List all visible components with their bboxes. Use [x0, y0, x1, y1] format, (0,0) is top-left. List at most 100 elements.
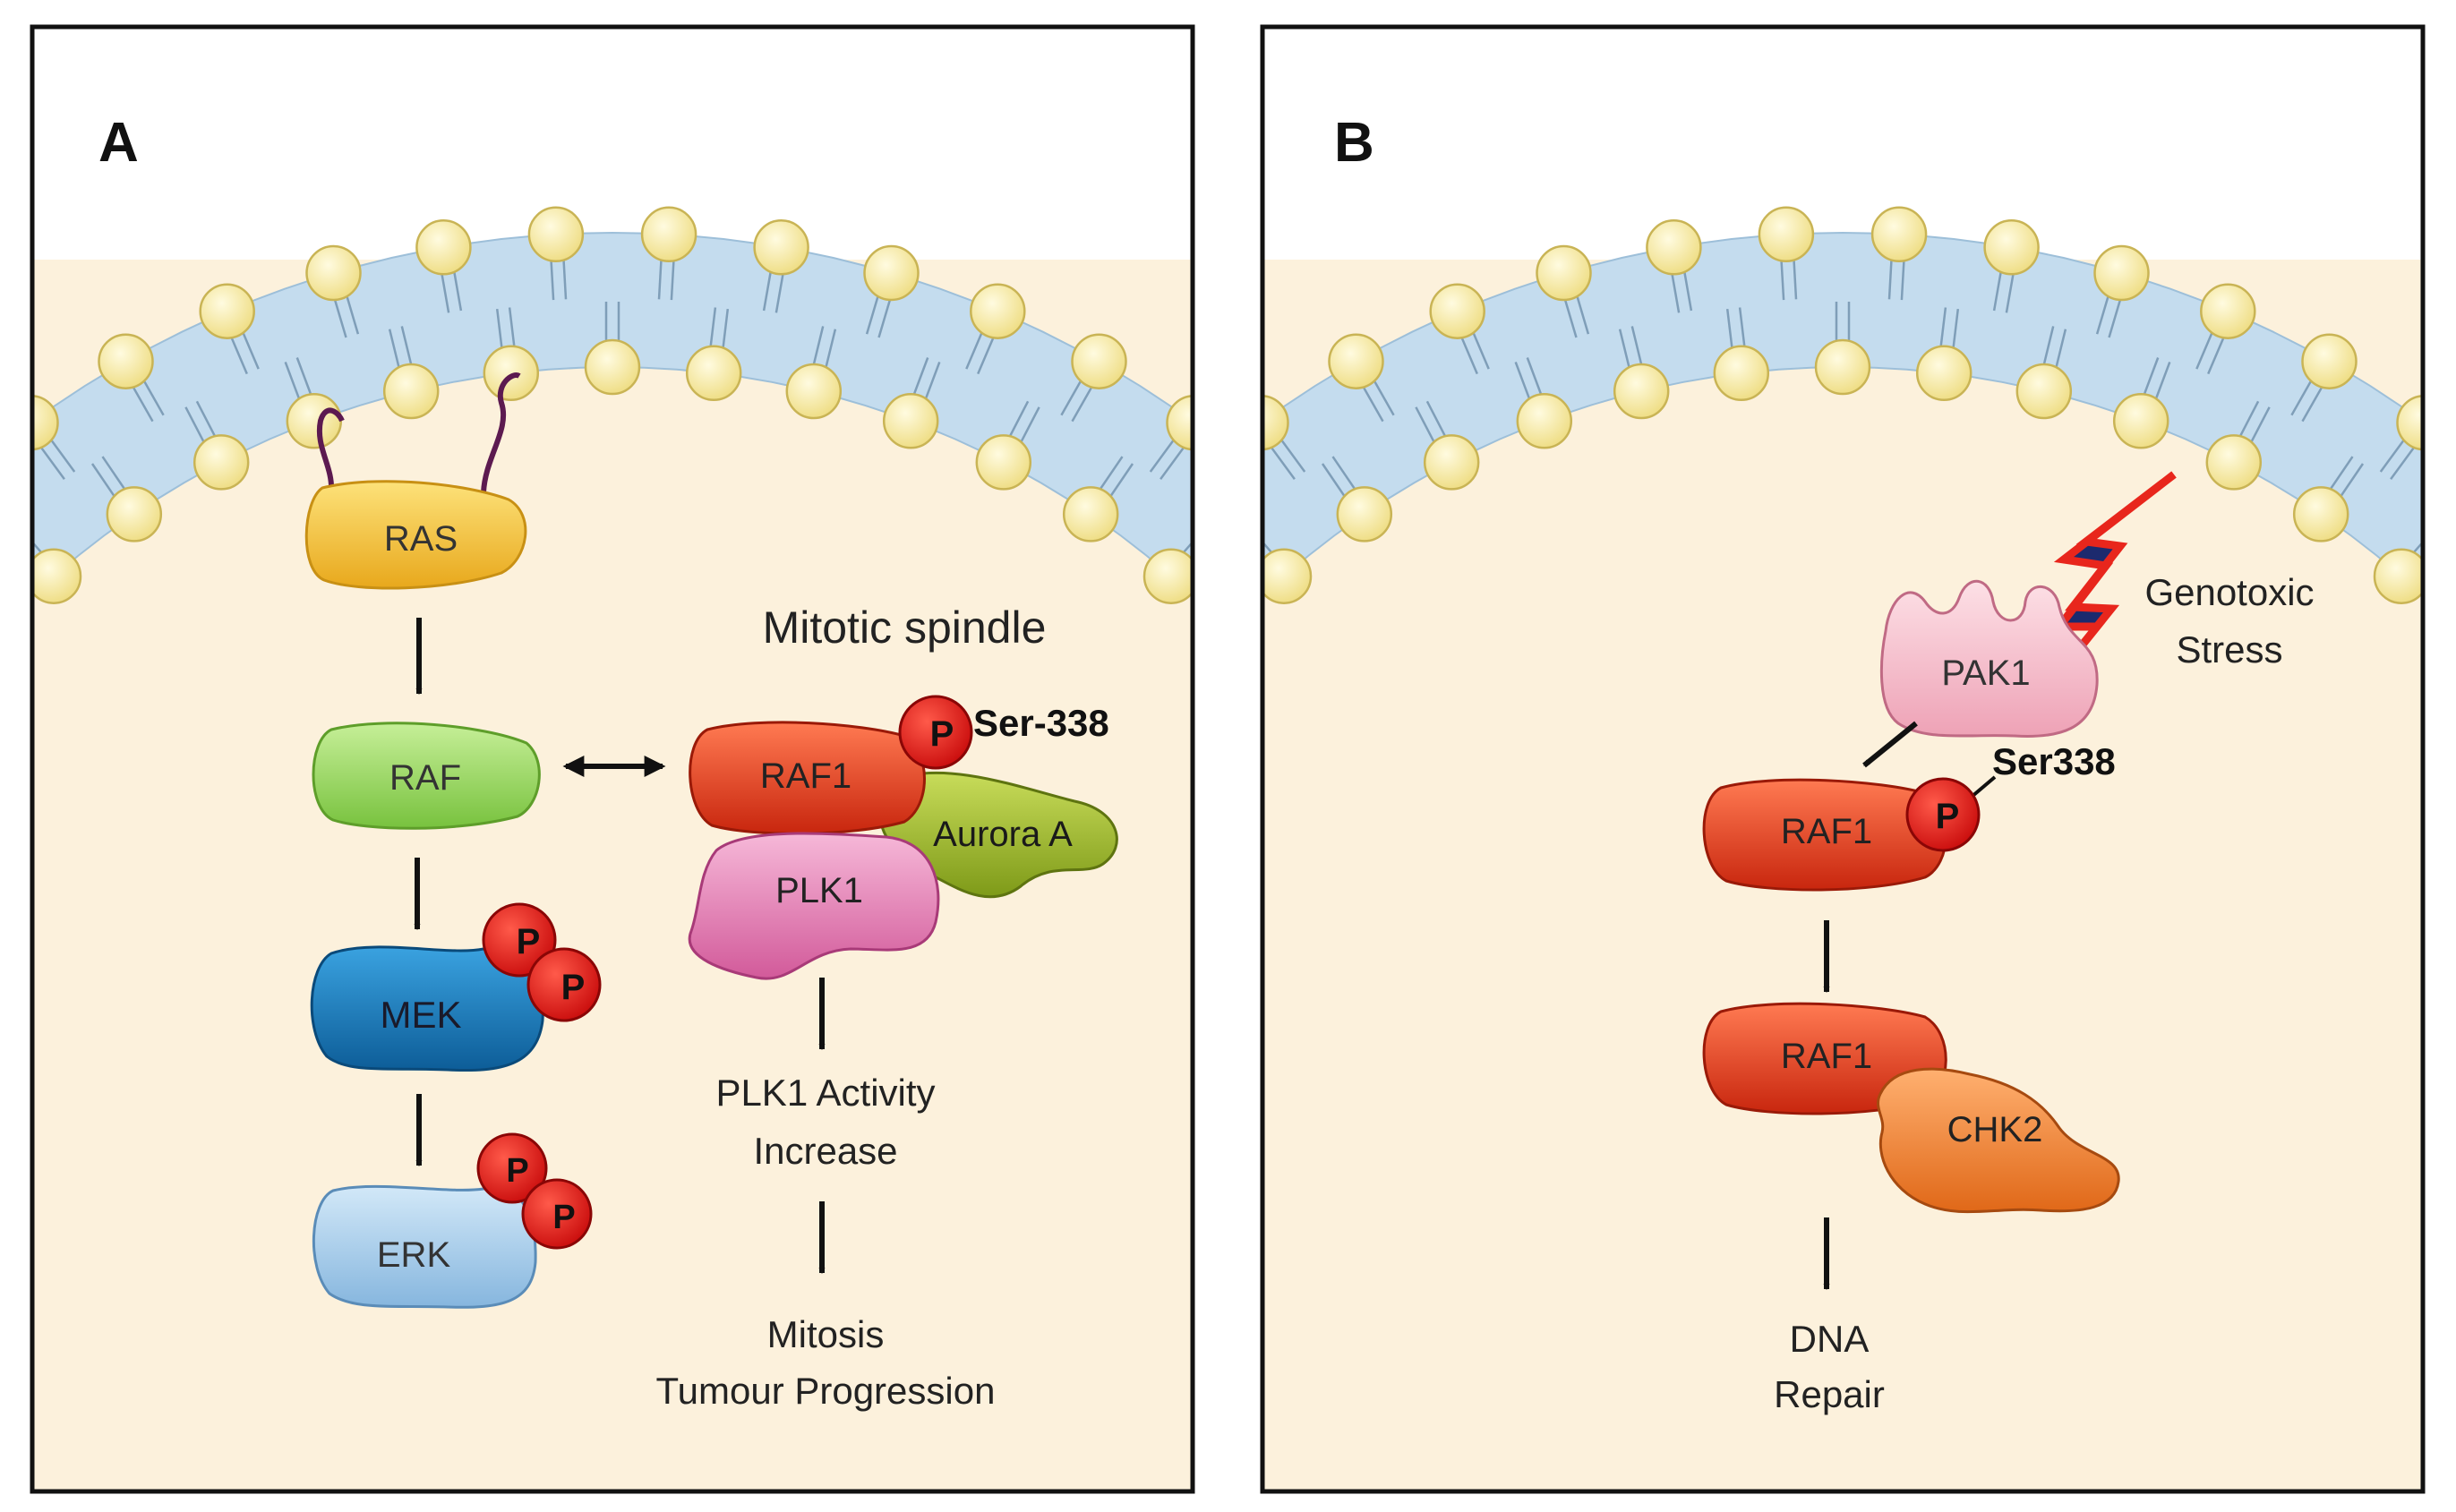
lipid-head: [1870, 206, 1928, 263]
lipid-head: [98, 333, 154, 389]
panel-a: A RAS RAF MEK P P: [0, 24, 1195, 1494]
phospho-label: P: [506, 1152, 528, 1190]
panel-b-membrane: [1262, 27, 2456, 674]
lipid-head: [2200, 283, 2256, 339]
mek-label: MEK: [380, 994, 461, 1036]
spindle-label: Mitotic spindle: [763, 602, 1047, 653]
lipid-head: [1142, 548, 1193, 604]
erk-phospho-2: P: [521, 1178, 593, 1250]
lipid-head: [2373, 548, 2423, 604]
mek-protein: MEK: [310, 945, 544, 1072]
lipid-head: [0, 620, 8, 674]
plk1-protein: PLK1: [688, 832, 940, 980]
lipid-tail: [32, 433, 65, 481]
lipid-head: [2112, 393, 2169, 449]
aurora-a-protein: Aurora A: [877, 771, 1118, 899]
pak1-protein: PAK1: [1879, 579, 2099, 738]
lipid-head: [415, 219, 472, 276]
lipid-head: [1646, 219, 1702, 276]
lipid-tail: [1262, 433, 1296, 481]
lipid-tail: [1160, 433, 1193, 481]
raf-protein: RAF: [312, 722, 541, 830]
lipid-head: [2205, 434, 2263, 491]
panel-a-letter: A: [98, 112, 139, 174]
phospho-label: P: [561, 968, 586, 1007]
lipid-head: [1328, 333, 1384, 389]
lipid-head: [2093, 244, 2150, 302]
ser338-label: Ser338: [1992, 740, 2116, 782]
stress-line2: Stress: [2176, 628, 2282, 671]
lipid-head: [1613, 363, 1670, 420]
lipid-head: [1983, 219, 2040, 276]
ras-protein: RAS: [304, 480, 527, 590]
ser-338-label: Ser-338: [973, 702, 1109, 744]
dna-repair-line2: Repair: [1774, 1373, 1885, 1415]
lipid-head: [640, 206, 697, 263]
raf1-bottom-label: RAF1: [1781, 1037, 1872, 1076]
lipid-head: [2396, 394, 2423, 451]
chk2-protein: CHK2: [1877, 1067, 2120, 1214]
lipid-head: [1071, 333, 1127, 389]
lipid-head: [1429, 283, 1485, 339]
lipid-head: [2292, 486, 2349, 542]
plk1-label: PLK1: [775, 871, 863, 910]
lipid-head: [785, 363, 843, 420]
lipid-head: [584, 338, 641, 396]
mitosis-line2: Tumour Progression: [656, 1370, 996, 1412]
raf1-b-phospho-site: P: [1905, 777, 1981, 852]
raf1-top-label: RAF1: [1781, 812, 1872, 851]
lipid-head: [483, 345, 540, 402]
mek-phospho-2: P: [526, 947, 602, 1022]
ras-lipid-anchor: [316, 407, 345, 493]
ras-lipid-anchor: [481, 372, 521, 493]
lipid-head: [882, 393, 939, 449]
lipid-head: [1262, 548, 1313, 604]
lipid-head: [863, 244, 920, 302]
phospho-label: P: [552, 1199, 575, 1236]
lipid-head: [193, 434, 250, 491]
panel-b-letter: B: [1334, 112, 1374, 174]
ras-label: RAS: [384, 519, 458, 559]
raf1-protein: RAF1: [689, 721, 926, 835]
lipid-head: [2447, 620, 2456, 674]
lipid-head: [1814, 338, 1871, 396]
raf1-phospho-site: P: [898, 695, 973, 770]
arrow-pak1-to-raf1: [1862, 721, 1918, 768]
lipid-head: [1758, 206, 1815, 263]
pak1-label: PAK1: [1941, 653, 2030, 693]
erk-label: ERK: [377, 1235, 451, 1275]
panel-b-frame: [1260, 24, 2426, 1494]
lipid-head: [1166, 394, 1193, 451]
lipid-head: [382, 363, 440, 420]
lipid-head: [975, 434, 1032, 491]
aurora-a-label: Aurora A: [933, 815, 1073, 854]
mitosis-line1: Mitosis: [767, 1313, 885, 1355]
lipid-head: [527, 206, 585, 263]
lipid-head: [32, 394, 59, 451]
phospho-label: P: [1936, 797, 1960, 836]
lipid-head: [305, 244, 362, 302]
panel-b: B Genotoxic Stress PAK1 RAF1 P Ser338 RA…: [1260, 24, 2456, 1494]
chk2-label: CHK2: [1947, 1110, 2043, 1149]
lipid-head: [685, 345, 742, 402]
lipid-head: [2301, 333, 2358, 389]
phospho-label: P: [517, 922, 541, 961]
dna-repair-line1: DNA: [1790, 1318, 1870, 1360]
lipid-head: [1713, 345, 1770, 402]
ser338-leader-line: [1970, 775, 1997, 799]
panel-a-frame: [30, 24, 1195, 1494]
lipid-head: [1536, 244, 1592, 302]
lipid-head: [199, 283, 255, 339]
raf1-phosphorylated-protein: RAF1: [1702, 778, 1947, 892]
erk-phospho-1: P: [476, 1132, 548, 1204]
lipid-head: [1423, 434, 1480, 491]
panel-a-membrane: [0, 27, 1193, 674]
mek-phospho-1: P: [482, 902, 557, 978]
plk1-activity-line1: PLK1 Activity: [715, 1072, 935, 1114]
lipid-head: [1262, 394, 1289, 451]
plk1-activity-line2: Increase: [753, 1130, 897, 1172]
lipid-head: [2015, 363, 2073, 420]
lipid-head: [286, 393, 343, 449]
